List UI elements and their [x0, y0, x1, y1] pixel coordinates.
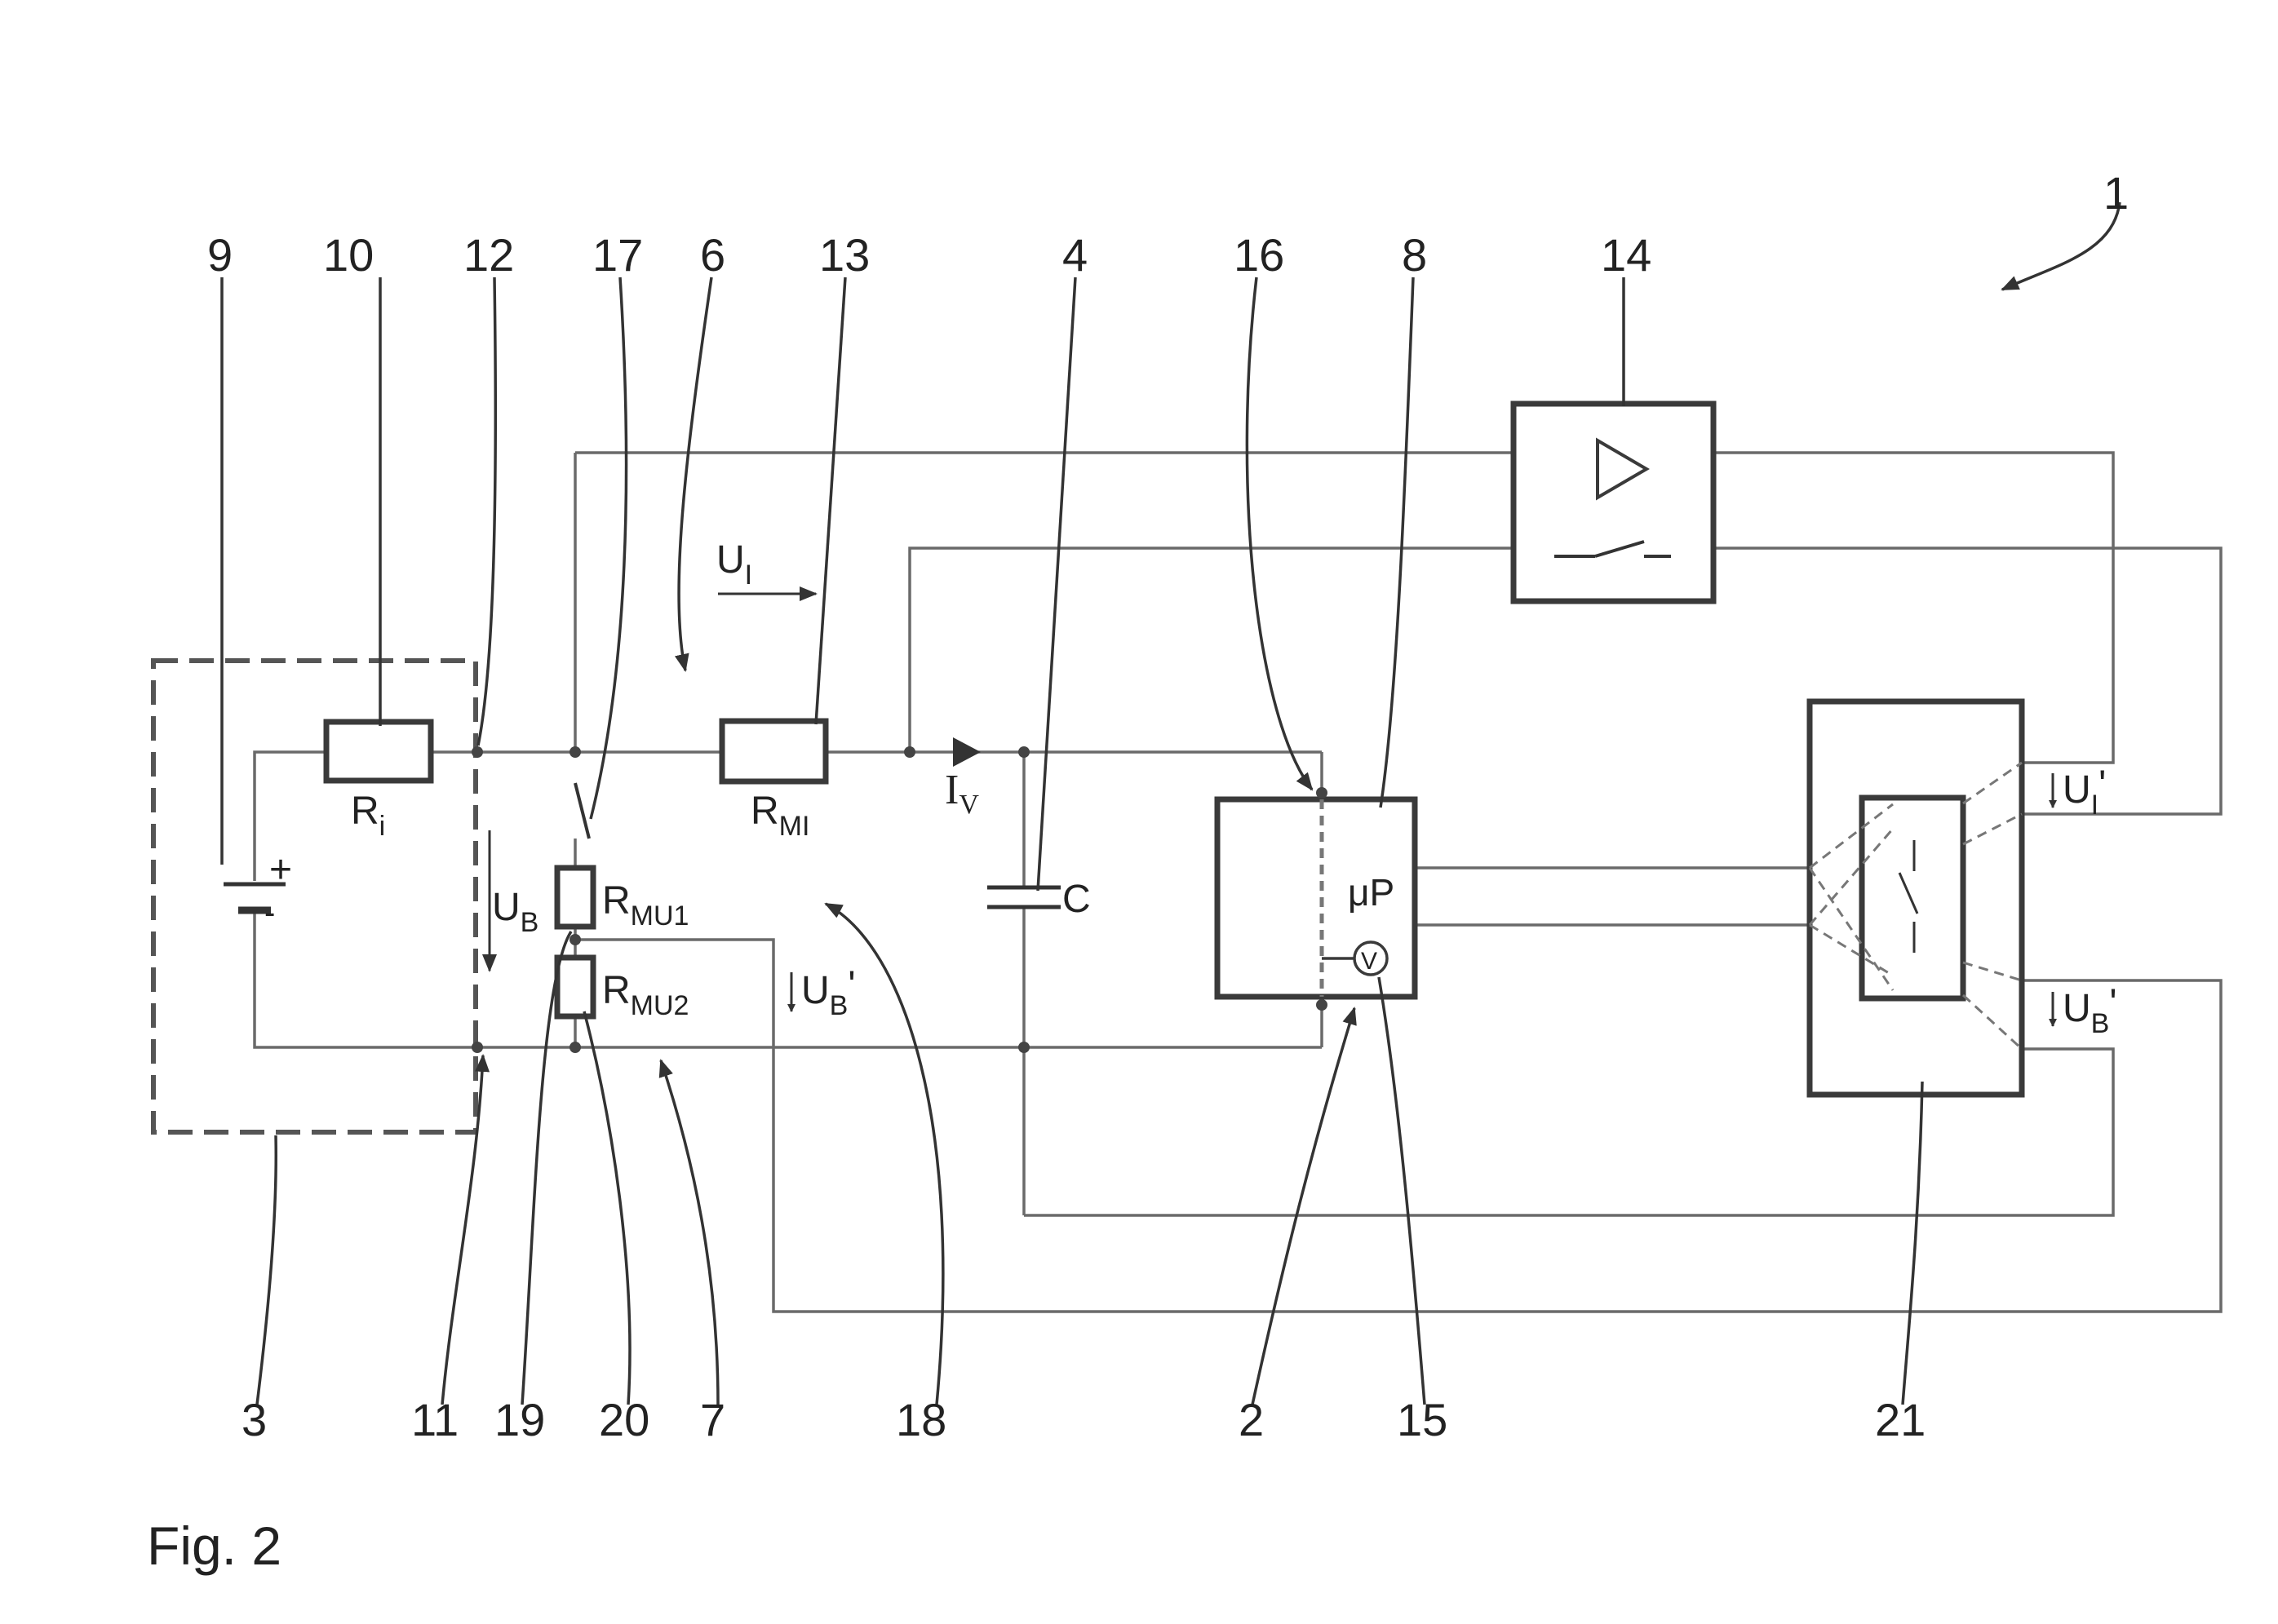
ref-14: 14 — [1601, 229, 1651, 281]
leader-lines — [220, 201, 2121, 1405]
divider-resistor-rmu2 — [554, 954, 596, 1020]
ref-1: 1 — [2103, 167, 2129, 219]
iv-label: IV — [945, 767, 979, 820]
ref-3: 3 — [242, 1394, 267, 1445]
measurement-resistor-rmi — [719, 718, 829, 785]
ref-21: 21 — [1875, 1394, 1926, 1445]
switching-unit-inner-switch — [1898, 840, 1919, 953]
ub-prime-right-label: UB' — [2063, 982, 2117, 1039]
ui-prime-right-label: UI' — [2063, 763, 2106, 821]
battery-unit-dashed-boundary — [151, 658, 478, 1135]
capacitor-label: C — [1062, 878, 1091, 921]
ref-9: 9 — [207, 229, 233, 281]
ref-6: 6 — [700, 229, 725, 281]
ref-16: 16 — [1234, 229, 1284, 281]
junction-dots — [472, 746, 1327, 1053]
reference-numerals: 9 10 12 17 6 13 4 16 8 14 1 3 11 19 20 7… — [207, 167, 2129, 1445]
amplifier-switch-symbol — [1554, 540, 1671, 558]
ref-18: 18 — [896, 1394, 946, 1445]
ref-2: 2 — [1239, 1394, 1264, 1445]
voltmeter-circle — [1353, 940, 1389, 976]
ref-10: 10 — [323, 229, 374, 281]
rmu1-label: RMU1 — [602, 879, 689, 931]
ub-prime-mid-label: UB' — [801, 964, 856, 1021]
main-wiring — [477, 451, 2223, 1313]
amplifier-switch-unit — [1510, 400, 1717, 604]
ub-label: UB — [492, 886, 538, 938]
ref-8: 8 — [1402, 229, 1427, 281]
battery-minus-sign: - — [264, 895, 275, 931]
ref-17: 17 — [592, 229, 643, 281]
ref-20: 20 — [599, 1394, 649, 1445]
ref-7: 7 — [700, 1394, 725, 1445]
switching-unit-dashed-connections — [1808, 761, 2023, 1051]
ref-12: 12 — [463, 229, 514, 281]
control-device — [1214, 796, 1418, 1000]
ri-label: Ri — [351, 790, 385, 842]
figure-label: Fig. 2 — [147, 1516, 281, 1576]
ref-4: 4 — [1062, 229, 1088, 281]
divider-resistor-rmu1 — [554, 865, 596, 930]
ref-19: 19 — [494, 1394, 545, 1445]
ui-label: UI — [716, 538, 752, 591]
switching-unit-inner-box — [1859, 794, 1966, 1002]
battery-internal-wiring — [253, 750, 477, 1049]
ref-13: 13 — [819, 229, 870, 281]
ref-15: 15 — [1397, 1394, 1447, 1445]
amplifier-triangle-icon — [1596, 437, 1650, 501]
voltmeter-label: V — [1361, 948, 1377, 975]
rmu2-label: RMU2 — [602, 969, 689, 1021]
current-direction-arrow — [953, 737, 981, 767]
ref-11: 11 — [411, 1394, 459, 1445]
battery-plus-sign: + — [269, 848, 292, 892]
internal-resistor-ri — [323, 719, 434, 784]
rmi-label: RMI — [751, 790, 809, 842]
battery-cell — [224, 882, 286, 914]
switch-17 — [574, 782, 591, 839]
microprocessor-label: μP — [1348, 871, 1394, 914]
